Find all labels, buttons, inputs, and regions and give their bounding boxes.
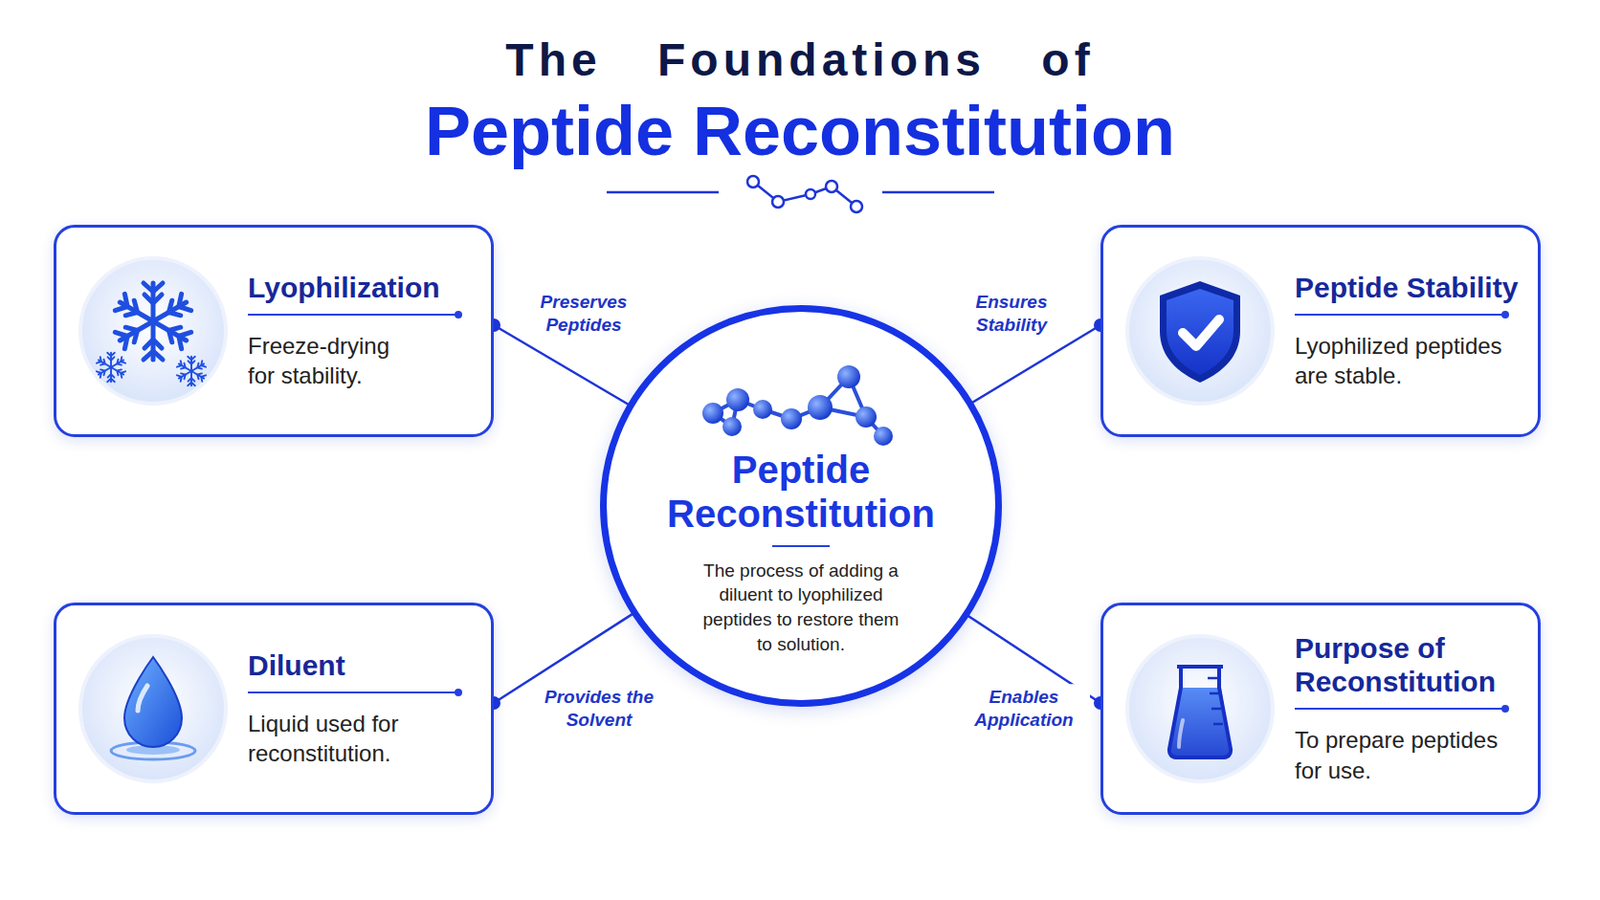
node-description: Lyophilized peptides are stable.: [1294, 331, 1525, 391]
water-drop-icon: [76, 632, 230, 786]
node-heading: Peptide Stability: [1294, 271, 1533, 306]
title-divider: [0, 172, 1600, 221]
edge-label: Ensures Stability: [959, 288, 1064, 339]
process-box: LyophilizationFreeze-drying for stabilit…: [53, 224, 494, 438]
node-heading: Diluent: [247, 649, 486, 684]
edge-label: Preserves Peptides: [527, 288, 641, 339]
node-heading: Purpose of Reconstitution: [1294, 632, 1533, 699]
node-description: To prepare peptides for use.: [1294, 725, 1525, 785]
heading-rule: [1294, 708, 1506, 711]
central-circle: Peptide ReconstitutionThe process of add…: [600, 305, 1002, 708]
node-description: Liquid used for reconstitution.: [247, 709, 435, 769]
heading-rule: [247, 313, 459, 316]
diagram-title: The Foundations of Peptide Reconstitutio…: [407, 24, 1193, 167]
node-description: Freeze-drying for stability.: [247, 331, 416, 391]
molecule-icon: [695, 355, 907, 448]
heading-rule: [1294, 313, 1506, 316]
shield-icon: [1123, 254, 1277, 408]
process-box: Peptide StabilityLyophilized peptides ar…: [1100, 224, 1541, 438]
node-heading: Peptide Reconstitution: [647, 447, 955, 536]
process-box: DiluentLiquid used for reconstitution.: [53, 602, 494, 816]
process-box: Purpose of Reconstitution To prepare pept…: [1100, 602, 1541, 816]
edge-label: Enables Application: [957, 684, 1090, 734]
heading-rule: [772, 545, 830, 548]
heading-rule: [247, 691, 459, 694]
node-description: The process of adding a diluent to lyoph…: [693, 558, 910, 658]
beaker-icon: [1123, 632, 1277, 786]
node-heading: Lyophilization: [247, 271, 486, 306]
snowflake-icon: [76, 254, 230, 408]
edge-label: Provides the Solvent: [533, 684, 666, 734]
